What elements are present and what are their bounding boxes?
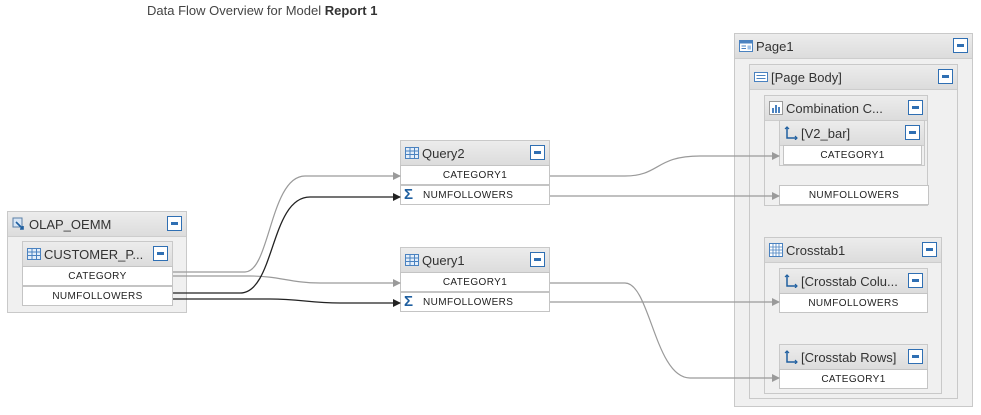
crosstab-rows-header: [Crosstab Rows]	[780, 345, 927, 370]
query1-collapse-button[interactable]	[530, 252, 545, 267]
v2-bar-header: [V2_bar]	[780, 121, 924, 146]
wire-numfollowers-to-query1	[173, 298, 401, 307]
olap-cube-icon	[12, 217, 24, 230]
crosstab-rows-collapse-button[interactable]	[908, 349, 923, 364]
customer-collapse-button[interactable]	[153, 246, 168, 261]
page1-header: Page1	[735, 34, 972, 59]
customer-label: CUSTOMER_P...	[44, 247, 144, 262]
field-query1-category1[interactable]: CATEGORY1	[400, 272, 550, 292]
query2-label: Query2	[422, 146, 465, 161]
field-query1-numfollowers-label: NUMFOLLOWERS	[423, 296, 514, 308]
field-crosstab-rows-category1[interactable]: CATEGORY1	[779, 369, 928, 389]
crosstab-icon	[769, 243, 783, 257]
chart-icon	[769, 101, 783, 115]
crosstab1-label: Crosstab1	[786, 243, 846, 258]
v2-bar-label: [V2_bar]	[801, 126, 851, 141]
page-body-icon	[754, 72, 768, 82]
v2-bar-collapse-button[interactable]	[905, 125, 920, 140]
title-prefix: Data Flow Overview for Model	[147, 3, 322, 18]
combination-chart-header: Combination C...	[765, 96, 927, 121]
field-query2-numfollowers[interactable]: Σ NUMFOLLOWERS	[400, 185, 550, 205]
page-body-header: [Page Body]	[750, 65, 957, 90]
query2-collapse-button[interactable]	[530, 145, 545, 160]
query1-header: Query1	[401, 248, 549, 273]
wire-numfollowers-to-query2	[173, 193, 401, 294]
axis-icon	[784, 274, 798, 288]
axis-icon	[784, 350, 798, 364]
olap-header: OLAP_OEMM	[8, 212, 186, 237]
query-table-icon	[405, 254, 419, 266]
field-query2-category1[interactable]: CATEGORY1	[400, 165, 550, 185]
customer-header: CUSTOMER_P...	[23, 242, 172, 267]
combination-chart-label: Combination C...	[786, 101, 883, 116]
sigma-icon: Σ	[404, 293, 414, 310]
olap-collapse-button[interactable]	[167, 216, 182, 231]
field-customer-numfollowers[interactable]: NUMFOLLOWERS	[22, 286, 173, 306]
crosstab1-collapse-button[interactable]	[922, 242, 937, 257]
olap-label: OLAP_OEMM	[29, 217, 112, 232]
field-combination-numfollowers[interactable]: NUMFOLLOWERS	[779, 185, 929, 205]
page-icon	[739, 40, 753, 52]
title-model-name: Report 1	[324, 3, 378, 18]
crosstab-rows-label: [Crosstab Rows]	[801, 350, 897, 365]
field-query1-numfollowers[interactable]: Σ NUMFOLLOWERS	[400, 292, 550, 312]
page1-label: Page1	[756, 39, 794, 54]
page-body-label: [Page Body]	[771, 70, 842, 85]
page-body-collapse-button[interactable]	[938, 69, 953, 84]
crosstab-columns-collapse-button[interactable]	[908, 273, 923, 288]
field-query2-numfollowers-label: NUMFOLLOWERS	[423, 189, 514, 201]
field-customer-category[interactable]: CATEGORY	[22, 266, 173, 286]
sigma-icon: Σ	[404, 186, 414, 203]
axis-icon	[784, 126, 798, 140]
crosstab-columns-header: [Crosstab Colu...	[780, 269, 927, 294]
crosstab1-header: Crosstab1	[765, 238, 941, 263]
combination-chart-collapse-button[interactable]	[908, 100, 923, 115]
crosstab-columns-label: [Crosstab Colu...	[801, 274, 898, 289]
query2-header: Query2	[401, 141, 549, 166]
field-v2-bar-category1[interactable]: CATEGORY1	[783, 145, 922, 165]
page1-collapse-button[interactable]	[953, 38, 968, 53]
page-title: Data Flow Overview for Model Report 1	[147, 3, 377, 18]
wire-category-to-query2	[173, 172, 401, 273]
query-table-icon	[405, 147, 419, 159]
field-crosstab-columns-numfollowers[interactable]: NUMFOLLOWERS	[779, 293, 928, 313]
table-icon	[27, 248, 41, 260]
wire-category-to-query1	[173, 275, 401, 287]
query1-label: Query1	[422, 253, 465, 268]
